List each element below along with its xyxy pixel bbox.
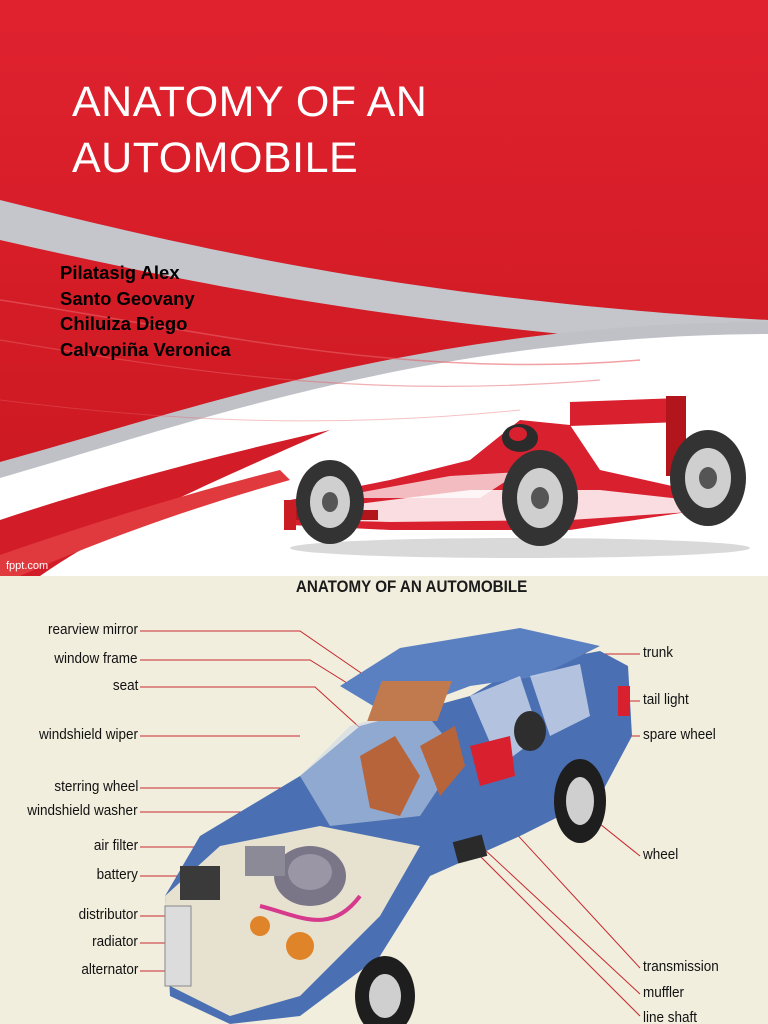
title-line-2: AUTOMOBILE [72, 134, 359, 182]
label-spare-wheel: spare wheel [643, 726, 716, 743]
label-windshield-wiper: windshield wiper [38, 726, 138, 743]
label-transmission: transmission [643, 958, 719, 975]
author-name: Calvopiña Veronica [60, 338, 231, 360]
label-air-filter: air filter [93, 837, 138, 854]
label-seat: seat [112, 677, 138, 694]
label-distributor: distributor [78, 906, 138, 923]
author-list: Pilatasig Alex Santo Geovany Chiluiza Di… [60, 260, 231, 362]
car-body [164, 628, 632, 1024]
label-window-frame: window frame [54, 650, 138, 667]
title-slide: ANATOMY OF AN AUTOMOBILE Pilatasig Alex … [0, 0, 768, 576]
label-tail-light: tail light [643, 691, 689, 708]
author-name: Santo Geovany [60, 287, 195, 309]
diagram-title: ANATOMY OF AN AUTOMOBILE [295, 578, 528, 596]
label-windshield-washer: windshield washer [27, 802, 138, 819]
author-name: Pilatasig Alex [60, 262, 180, 283]
label-muffler: muffler [643, 984, 685, 1001]
diagram-slide: ANATOMY OF AN AUTOMOBILE [0, 576, 768, 1024]
label-wheel: wheel [643, 846, 679, 863]
label-rearview-mirror: rearview mirror [47, 621, 138, 638]
label-trunk: trunk [643, 644, 674, 661]
watermark: fppt.com [6, 560, 49, 572]
label-battery: battery [96, 866, 138, 883]
race-car-illustration [284, 396, 750, 558]
title-line-1: ANATOMY OF AN [72, 78, 428, 126]
car-cutaway-diagram [140, 628, 641, 1024]
slide-title: ANATOMY OF AN AUTOMOBILE [72, 74, 672, 186]
author-name: Chiluiza Diego [60, 313, 188, 334]
label-radiator: radiator [92, 933, 138, 950]
label-alternator: alternator [80, 961, 138, 978]
label-steering-wheel: sterring wheel [53, 778, 138, 795]
label-line-shaft: line shaft [643, 1009, 698, 1024]
